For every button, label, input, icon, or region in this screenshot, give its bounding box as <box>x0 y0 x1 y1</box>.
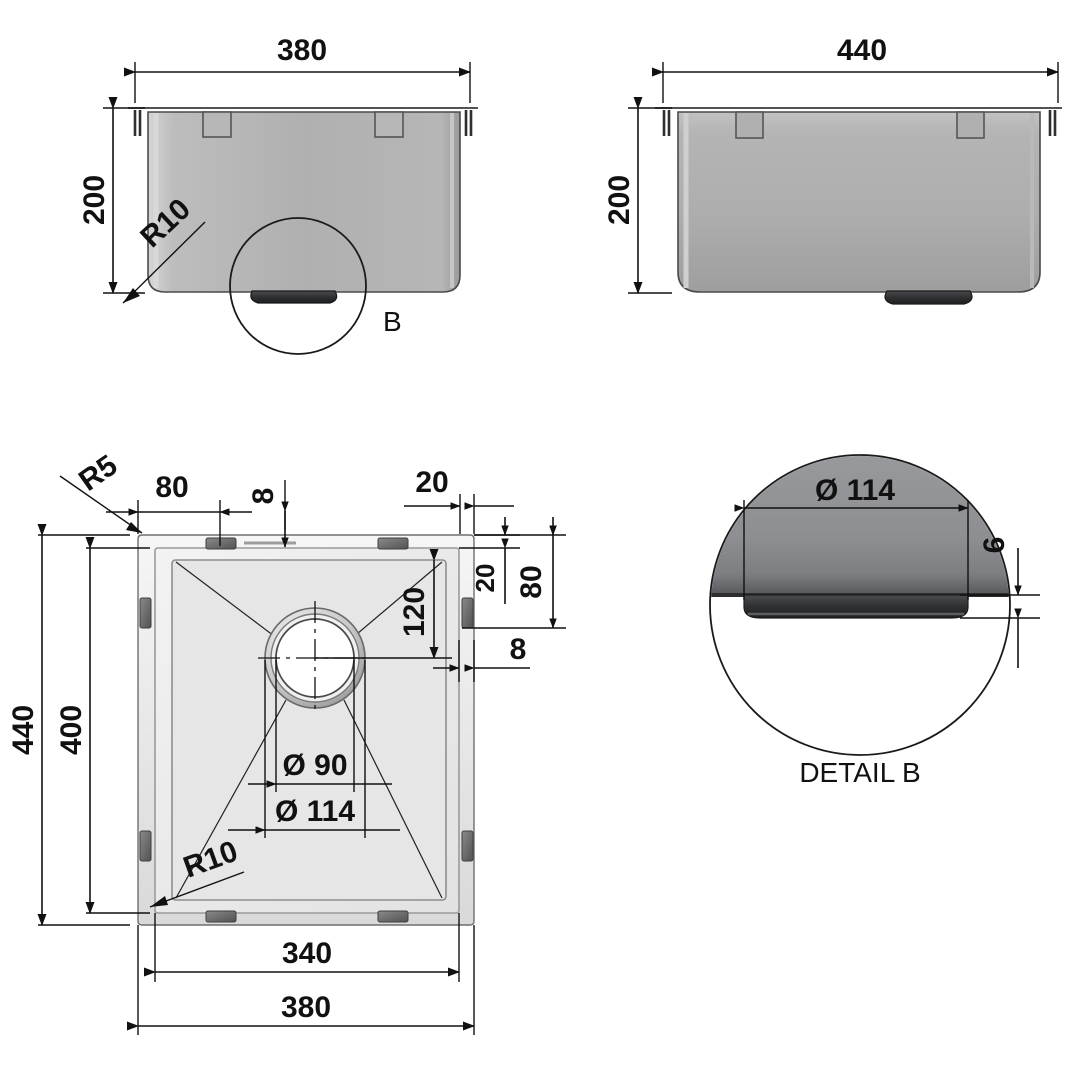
mount-tab-left-side <box>735 111 764 139</box>
clip-plan-top-right <box>377 537 409 550</box>
dim-400-plan: 400 <box>55 705 88 755</box>
taper-line-bl <box>175 699 287 899</box>
taper-line-tl <box>175 561 287 646</box>
sink-body-side <box>677 111 1041 293</box>
clip-plan-left-top <box>139 597 152 629</box>
clip-plan-bottom-left <box>205 910 237 923</box>
clip-right <box>464 110 473 136</box>
drain-boss-side <box>884 290 973 305</box>
side-elevation-view: 440 200 <box>603 34 1062 305</box>
mount-tab-left <box>202 111 232 138</box>
detail-b-drain-boss <box>743 594 969 619</box>
detail-b-boundary-circle <box>709 454 1011 756</box>
dim-20-vertical-plan: 20 <box>470 564 500 593</box>
detail-b-body-group <box>711 456 1009 619</box>
dim-200-side: 200 <box>603 175 636 225</box>
clip-plan-right-bottom <box>461 830 474 862</box>
dim-80-vertical-plan: 80 <box>515 565 548 598</box>
dim-380-front: 380 <box>277 34 327 67</box>
front-elevation-view: B R10 380 200 <box>78 34 478 355</box>
clip-right-side <box>1048 110 1057 136</box>
dim-380-plan: 380 <box>281 991 331 1024</box>
clip-plan-bottom-right <box>377 910 409 923</box>
detail-callout-label-b: B <box>383 306 402 337</box>
dim-120-plan: 120 <box>398 587 431 637</box>
plan-top-view: 440 400 R5 80 8 20 20 <box>7 449 566 1035</box>
dim-200-front: 200 <box>78 175 111 225</box>
clip-plan-top-left <box>205 537 237 550</box>
sink-body-front <box>147 111 461 293</box>
dim-340-plan: 340 <box>282 937 332 970</box>
dim-440-plan: 440 <box>7 705 40 755</box>
dim-80-top-plan: 80 <box>155 471 188 504</box>
clip-left <box>133 110 142 136</box>
taper-line-br <box>343 699 443 899</box>
taper-line-tr <box>343 561 443 646</box>
r5-leader-plan <box>59 475 143 534</box>
mount-tab-right <box>374 111 404 138</box>
dim-440-side: 440 <box>837 34 887 67</box>
dim-d114-plan: Ø 114 <box>275 795 355 828</box>
bowl-floor-plan <box>171 559 447 901</box>
clip-plan-left-bottom <box>139 830 152 862</box>
dim-20-topright-plan: 20 <box>415 466 448 499</box>
dim-d90-plan: Ø 90 <box>282 749 347 782</box>
mount-tab-right-side <box>956 111 985 139</box>
clip-plan-right-top <box>461 597 474 629</box>
r10-arrow-plan <box>150 896 168 907</box>
r10-arrow-front <box>123 288 140 303</box>
detail-b-bowl-wall <box>711 456 1009 595</box>
detail-b-title: DETAIL B <box>799 757 920 788</box>
dim-det-d114: Ø 114 <box>815 474 895 507</box>
dim-det-6: 6 <box>978 537 1011 554</box>
dim-8-right-plan: 8 <box>510 633 527 666</box>
drain-boss-front <box>250 290 338 304</box>
dim-8-top-plan: 8 <box>247 488 280 505</box>
r10-leader-front <box>122 221 206 304</box>
detail-b-view: Ø 114 6 DETAIL B <box>709 454 1040 788</box>
detail-callout-circle-b <box>229 217 367 355</box>
clip-left-side <box>662 110 671 136</box>
